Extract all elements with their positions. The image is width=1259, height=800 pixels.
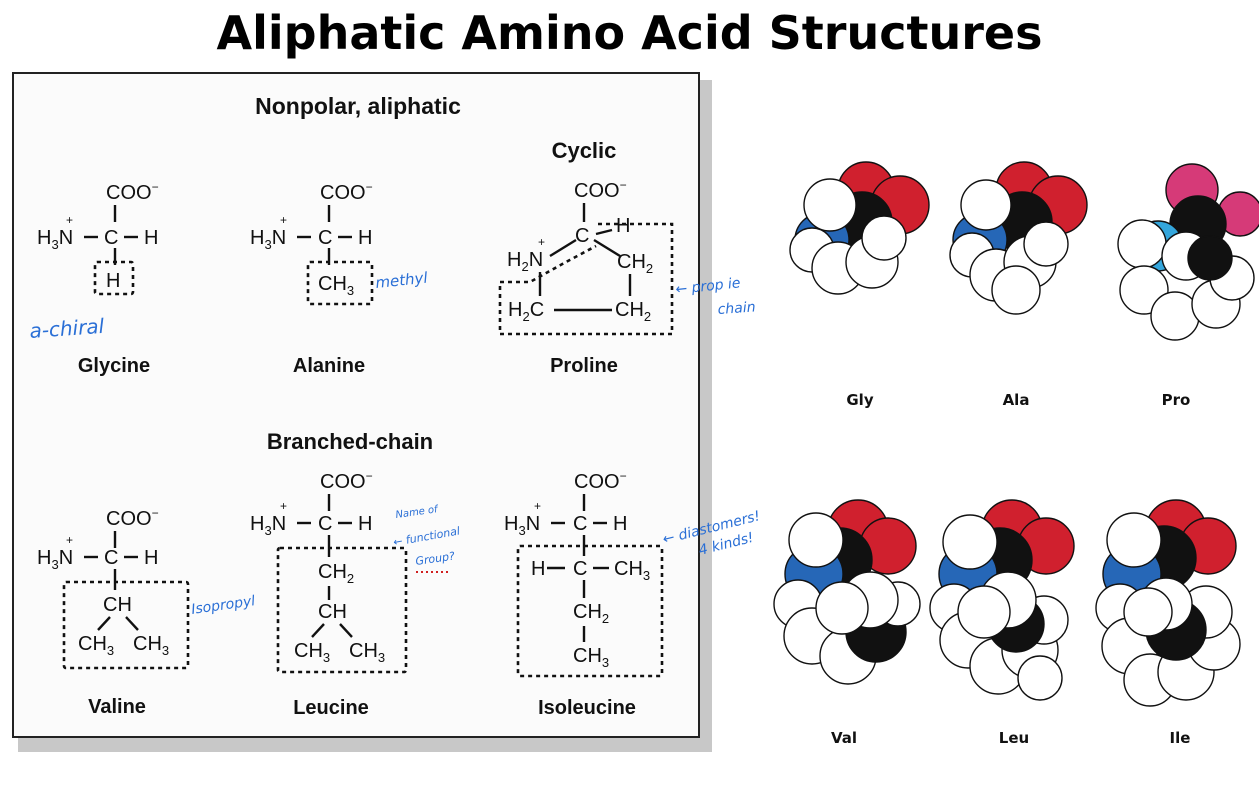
ala-atom xyxy=(991,265,1041,315)
ile-atom xyxy=(1106,512,1162,568)
svg-text:H: H xyxy=(531,558,545,580)
space-filling-models xyxy=(773,161,1259,707)
svg-text:+: + xyxy=(280,499,287,513)
leucine-annotation-1: Name of xyxy=(395,504,440,521)
val-atom xyxy=(788,512,844,568)
valine-name: Valine xyxy=(88,696,146,718)
svg-text:COO−: COO− xyxy=(106,506,159,530)
leucine-annotation-2: ← functional xyxy=(392,524,461,549)
svg-text:CH3: CH3 xyxy=(133,633,169,658)
glycine-name: Glycine xyxy=(78,355,150,377)
svg-text:CH2: CH2 xyxy=(615,299,651,324)
svg-text:H: H xyxy=(144,547,158,569)
isoleucine-name: Isoleucine xyxy=(538,697,636,719)
svg-text:COO−: COO− xyxy=(320,180,373,204)
svg-text:H3N: H3N xyxy=(37,227,73,252)
ala-atom xyxy=(960,179,1012,231)
svg-text:H2C: H2C xyxy=(508,299,544,324)
pro-label: Pro xyxy=(1162,391,1191,409)
svg-text:COO−: COO− xyxy=(320,469,373,493)
val-atom xyxy=(815,581,869,635)
ile-atom xyxy=(1123,587,1173,637)
leu-atom xyxy=(942,514,998,570)
svg-text:CH: CH xyxy=(103,594,132,616)
svg-text:CH3: CH3 xyxy=(349,640,385,665)
gly-label: Gly xyxy=(846,391,873,409)
branched-subheading: Branched-chain xyxy=(267,429,433,454)
svg-text:COO−: COO− xyxy=(574,178,627,202)
glycine-annotation: a-chiral xyxy=(29,314,106,343)
svg-text:CH2: CH2 xyxy=(617,251,653,276)
leu-label: Leu xyxy=(999,729,1029,747)
svg-text:+: + xyxy=(534,499,541,513)
valine-structure: COO− H3N + C H CH CH3 CH3 xyxy=(37,506,190,670)
svg-text:CH3: CH3 xyxy=(573,645,609,670)
svg-text:C: C xyxy=(318,513,332,535)
svg-text:+: + xyxy=(66,213,73,227)
proline-name: Proline xyxy=(550,355,618,377)
svg-text:C: C xyxy=(104,547,118,569)
svg-text:CH3: CH3 xyxy=(318,273,354,298)
val-label: Val xyxy=(831,729,857,747)
svg-text:C: C xyxy=(104,227,118,249)
ala-atom xyxy=(1023,221,1069,267)
svg-text:C: C xyxy=(575,225,589,247)
svg-text:H3N: H3N xyxy=(504,513,540,538)
svg-text:+: + xyxy=(538,235,545,249)
svg-text:H: H xyxy=(144,227,158,249)
leucine-structure: COO− H3N + C H CH2 CH CH3 CH3 xyxy=(250,469,408,674)
svg-text:COO−: COO− xyxy=(106,180,159,204)
svg-text:H: H xyxy=(613,513,627,535)
leucine-name: Leucine xyxy=(293,697,369,719)
svg-text:H: H xyxy=(106,270,120,292)
svg-text:COO−: COO− xyxy=(574,469,627,493)
svg-text:+: + xyxy=(280,213,287,227)
svg-text:H3N: H3N xyxy=(37,547,73,572)
leu-atom xyxy=(957,585,1011,639)
svg-text:CH2: CH2 xyxy=(573,601,609,626)
gly-atom xyxy=(861,215,907,261)
proline-annotation-1: ← prop ie xyxy=(675,275,742,298)
svg-text:CH3: CH3 xyxy=(614,558,650,583)
svg-text:CH3: CH3 xyxy=(294,640,330,665)
ile-label: Ile xyxy=(1170,729,1191,747)
page-title: Aliphatic Amino Acid Structures xyxy=(216,6,1043,60)
svg-text:H3N: H3N xyxy=(250,227,286,252)
proline-annotation-2: chain xyxy=(717,299,756,318)
svg-text:H: H xyxy=(616,215,630,237)
svg-text:CH: CH xyxy=(318,601,347,623)
svg-text:H: H xyxy=(358,227,372,249)
cyclic-subheading: Cyclic xyxy=(552,138,617,163)
structure-panel xyxy=(12,72,700,738)
valine-annotation: Isopropyl xyxy=(190,593,256,618)
svg-text:H3N: H3N xyxy=(250,513,286,538)
alanine-structure: COO− H3N + C H CH3 xyxy=(250,180,374,306)
leucine-annotation-3: Group? xyxy=(415,550,456,568)
svg-text:H2N: H2N xyxy=(507,249,543,274)
pro-atom xyxy=(1117,219,1167,269)
proline-structure: COO− C H H2N + CH2 H2C CH2 xyxy=(498,178,674,336)
svg-text:CH2: CH2 xyxy=(318,561,354,586)
ala-label: Ala xyxy=(1003,391,1030,409)
svg-text:CH3: CH3 xyxy=(78,633,114,658)
panel-heading: Nonpolar, aliphatic xyxy=(255,93,461,119)
alanine-name: Alanine xyxy=(293,355,365,377)
svg-text:+: + xyxy=(66,533,73,547)
svg-text:C: C xyxy=(573,558,587,580)
gly-atom xyxy=(803,178,857,232)
leu-atom xyxy=(1017,655,1063,701)
svg-text:C: C xyxy=(318,227,332,249)
svg-text:H: H xyxy=(358,513,372,535)
svg-text:C: C xyxy=(573,513,587,535)
alanine-annotation: methyl xyxy=(375,269,430,292)
isoleucine-structure: COO− H3N + C H H C CH3 CH2 CH3 xyxy=(504,469,664,678)
glycine-structure: COO− H3N + C H H xyxy=(37,180,159,296)
pro-atom xyxy=(1187,235,1233,281)
